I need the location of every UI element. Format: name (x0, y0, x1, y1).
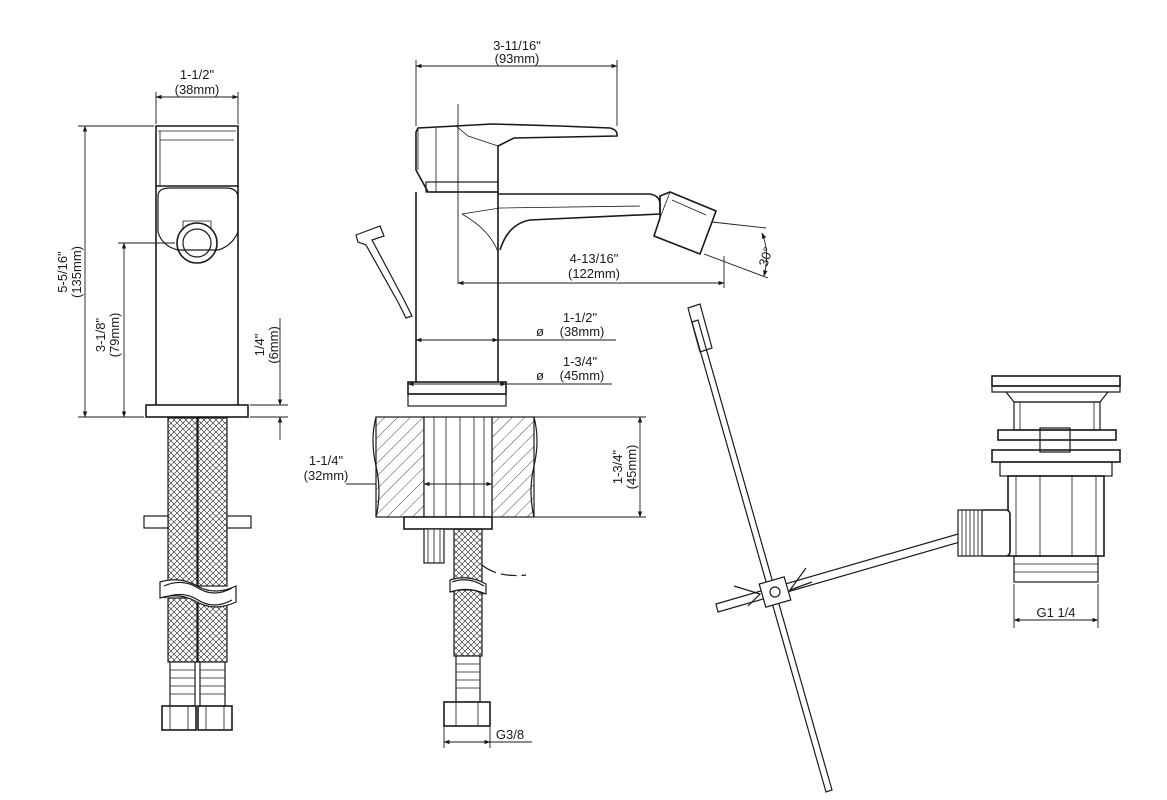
handle-reach-metric: (93mm) (495, 51, 540, 66)
front-base-thickness-imperial: 1/4" (252, 333, 267, 356)
side-lever-detail (417, 125, 499, 192)
body-diameter-metric: (38mm) (560, 324, 605, 339)
front-nozzle-housing (157, 187, 239, 251)
drain-body (991, 375, 1121, 583)
horizontal-lever (715, 533, 961, 613)
front-height-metric: (135mm) (69, 246, 84, 298)
hole-diameter-metric: (32mm) (304, 468, 349, 483)
hose-connection-label: G3/8 (496, 727, 524, 742)
side-body (415, 192, 499, 382)
side-popup-rod (355, 225, 413, 319)
drain-thread-label: G1 1/4 (1036, 605, 1075, 620)
side-shank (403, 416, 493, 564)
countertop-section (372, 416, 538, 518)
base-diameter-metric: (45mm) (560, 368, 605, 383)
side-nozzle-detail (659, 191, 717, 255)
front-nozzle-outer (176, 222, 218, 264)
front-handle-cap (155, 125, 239, 187)
side-lever-handle (415, 123, 618, 193)
front-nozzle-collar (182, 220, 212, 230)
front-view: 1-1/2" (38mm) 5-5/16" (135mm) 3-1/8" (79… (55, 67, 288, 731)
deck-thickness-metric: (45mm) (624, 445, 639, 490)
side-hose (443, 528, 527, 727)
deck-thickness-imperial: 1-3/4" (610, 449, 625, 484)
pivot-nut (957, 509, 1011, 557)
handle-reach-imperial: 3-11/16" (493, 38, 541, 53)
spout-angle-label: 30° (756, 245, 776, 268)
front-nozzle-inner (182, 228, 212, 258)
spout-reach-imperial: 4-13/16" (570, 251, 619, 266)
front-height-imperial: 5-5/16" (55, 251, 70, 293)
side-dimensions (346, 60, 769, 748)
spout-reach-metric: (122mm) (568, 266, 620, 281)
side-base-plate (407, 393, 507, 407)
front-handle-detail (158, 130, 236, 186)
front-body (155, 186, 239, 405)
hole-diameter-imperial: 1-1/4" (309, 453, 344, 468)
side-collar (425, 181, 499, 193)
body-diameter-imperial: 1-1/2" (563, 310, 598, 325)
front-hoses (143, 417, 252, 731)
side-spout (498, 193, 661, 251)
side-spout-underside (461, 205, 641, 253)
front-base-thickness-metric: (6mm) (266, 326, 281, 364)
pull-rod (691, 319, 833, 793)
popup-waste-assembly: G1 1/4 (687, 303, 1121, 793)
base-diameter-symbol: ø (536, 368, 544, 383)
front-outlet-height-imperial: 3-1/8" (93, 317, 108, 352)
front-base-plate (145, 404, 249, 418)
front-width-metric: (38mm) (175, 82, 220, 97)
front-dimensions (78, 92, 288, 440)
side-view: 3-11/16" (93mm) 4-13/16" (122mm) 30° 1-1… (304, 38, 776, 748)
side-nozzle (653, 191, 718, 256)
front-outlet-height-metric: (79mm) (107, 313, 122, 358)
clevis-clip (733, 567, 813, 608)
front-width-imperial: 1-1/2" (180, 67, 215, 82)
pull-rod-top (687, 303, 713, 353)
body-diameter-symbol: ø (536, 324, 544, 339)
base-diameter-imperial: 1-3/4" (563, 354, 598, 369)
